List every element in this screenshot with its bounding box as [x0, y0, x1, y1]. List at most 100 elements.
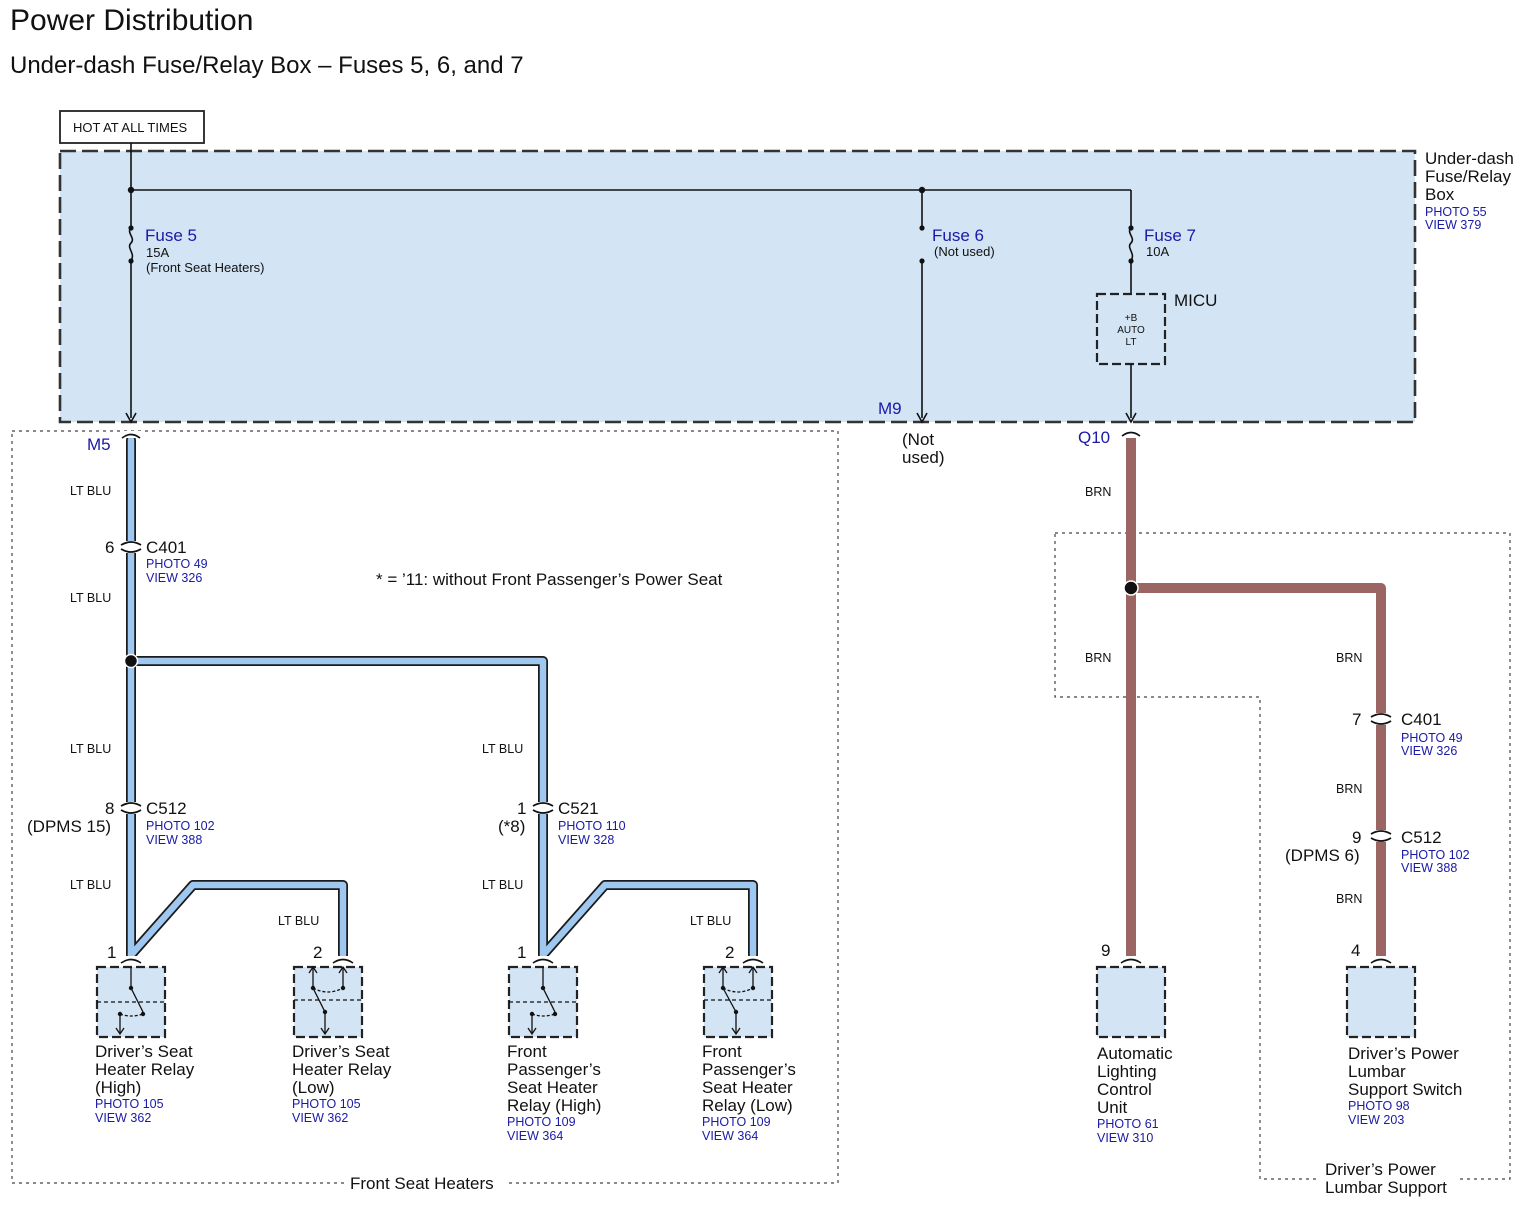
hot-at-all-times-label: HOT AT ALL TIMES [59, 110, 205, 144]
component-label-line: Unit [1097, 1098, 1128, 1117]
bus-junction-dot [918, 186, 926, 194]
connector-photo-link[interactable]: PHOTO 110 [558, 819, 626, 833]
inline-connectors [120, 541, 1392, 842]
component-label-line: (Low) [292, 1078, 335, 1097]
fuse-6-name: Fuse 6 [932, 226, 984, 245]
connector-pin: 6 [105, 538, 114, 557]
fuse-relay-box [58, 149, 1417, 424]
connector-c521: 1 (*8) C521 PHOTO 110 VIEW 328 [498, 799, 626, 847]
micu-line-1: +B [1125, 313, 1138, 324]
connector-view-link[interactable]: VIEW 328 [558, 833, 614, 847]
fuse-6-note: (Not used) [934, 244, 995, 259]
component-label-line: Passenger’s [702, 1060, 796, 1079]
connector-name: C512 [1401, 828, 1442, 847]
connector-c512-lumbar: 9 (DPMS 6) C512 PHOTO 102 VIEW 388 [1285, 828, 1470, 875]
front-seat-heaters-group-label: Front Seat Heaters [350, 1174, 494, 1193]
component-label-line: Driver’s Power [1348, 1044, 1459, 1063]
wire-color-label: LT BLU [70, 484, 111, 498]
connector-pin: 7 [1352, 710, 1361, 729]
component-label-line: Driver’s Seat [292, 1042, 390, 1061]
connector-photo-link[interactable]: PHOTO 102 [146, 819, 215, 833]
component-label-line: Seat Heater [702, 1078, 793, 1097]
connector-name: C512 [146, 799, 187, 818]
component-label-line: Front [702, 1042, 742, 1061]
wire-color-label: LT BLU [70, 591, 111, 605]
connector-name: C521 [558, 799, 599, 818]
fuse-box-name-1: Under-dash [1425, 149, 1514, 168]
connector-extra: (DPMS 15) [27, 817, 111, 836]
component-label-line: (High) [95, 1078, 141, 1097]
component-pin: 9 [1101, 941, 1110, 960]
wire-color-label: LT BLU [278, 914, 319, 928]
component-view-link[interactable]: VIEW 364 [507, 1129, 563, 1143]
fuse-box-bus [130, 143, 1132, 228]
component-photo-link[interactable]: PHOTO 61 [1097, 1117, 1159, 1131]
connector-view-link[interactable]: VIEW 388 [1401, 861, 1457, 875]
fuse-7 [1128, 225, 1134, 294]
component-view-link[interactable]: VIEW 364 [702, 1129, 758, 1143]
connector-name: C401 [1401, 710, 1442, 729]
automatic-lighting-control-unit: 9 Automatic Lighting Control Unit PHOTO … [1095, 941, 1173, 1145]
fuse-7-name: Fuse 7 [1144, 226, 1196, 245]
fuse-box-photo-link[interactable]: PHOTO 55 [1425, 205, 1487, 219]
component-pin: 2 [313, 943, 322, 962]
component-photo-link[interactable]: PHOTO 98 [1348, 1099, 1410, 1113]
connector-view-link[interactable]: VIEW 326 [1401, 744, 1457, 758]
terminal-m9: M9 [878, 399, 902, 418]
bus-junction-dot [127, 186, 135, 194]
wire-color-label: LT BLU [482, 742, 523, 756]
connector-extra: (*8) [498, 817, 525, 836]
page-title: Power Distribution [10, 4, 253, 37]
component-view-link[interactable]: VIEW 203 [1348, 1113, 1404, 1127]
connector-photo-link[interactable]: PHOTO 49 [1401, 731, 1463, 745]
brn-wire-harness [1126, 438, 1386, 958]
fuse-7-rating: 10A [1146, 244, 1169, 259]
fuse-box-view-link[interactable]: VIEW 379 [1425, 218, 1481, 232]
lt-blu-splice-dot [123, 653, 139, 669]
wire-color-label: BRN [1085, 651, 1111, 665]
connector-photo-link[interactable]: PHOTO 49 [146, 557, 208, 571]
component-photo-link[interactable]: PHOTO 109 [702, 1115, 771, 1129]
fuse-5-note: (Front Seat Heaters) [146, 260, 265, 275]
footnote: * = ’11: without Front Passenger’s Power… [376, 570, 723, 589]
wire-color-labels: LT BLU LT BLU LT BLU LT BLU LT BLU LT BL… [70, 484, 1362, 928]
wire-color-label: BRN [1336, 782, 1362, 796]
component-photo-link[interactable]: PHOTO 105 [95, 1097, 164, 1111]
not-used-line-1: (Not [902, 430, 934, 449]
connector-view-link[interactable]: VIEW 388 [146, 833, 202, 847]
component-pin: 2 [725, 943, 734, 962]
component-view-link[interactable]: VIEW 362 [95, 1111, 151, 1125]
component-label-line: Relay (High) [507, 1096, 601, 1115]
hot-at-all-times-text: HOT AT ALL TIMES [73, 120, 187, 135]
connector-c512-driver: 8 (DPMS 15) C512 PHOTO 102 VIEW 388 [27, 799, 215, 847]
component-label-line: Lighting [1097, 1062, 1157, 1081]
component-view-link[interactable]: VIEW 362 [292, 1111, 348, 1125]
driver-seat-heater-relay-high: 1 Driver’s Seat Heater Relay (High) PHOT… [95, 943, 195, 1125]
relay-switch-icon [294, 965, 362, 1036]
component-photo-link[interactable]: PHOTO 105 [292, 1097, 361, 1111]
fuse-box-name-2: Fuse/Relay [1425, 167, 1511, 186]
fuse-5-rating: 15A [146, 245, 169, 260]
fuse-box-name-3: Box [1425, 185, 1455, 204]
component-pin: 1 [107, 943, 116, 962]
component-label-line: Support Switch [1348, 1080, 1462, 1099]
connector-view-link[interactable]: VIEW 326 [146, 571, 202, 585]
component-label-line: Driver’s Seat [95, 1042, 193, 1061]
component-label-line: Lumbar [1348, 1062, 1406, 1081]
connector-pin: 8 [105, 799, 114, 818]
lt-blu-wire-harness [126, 435, 758, 960]
wire-color-label: LT BLU [482, 878, 523, 892]
lumbar-support-group-label-2: Lumbar Support [1325, 1178, 1447, 1197]
component-view-link[interactable]: VIEW 310 [1097, 1131, 1153, 1145]
passenger-seat-heater-relay-high: 1 Front Passenger’s Seat Heater Relay (H… [507, 943, 601, 1143]
component-photo-link[interactable]: PHOTO 109 [507, 1115, 576, 1129]
page-subtitle: Under-dash Fuse/Relay Box – Fuses 5, 6, … [10, 52, 524, 79]
micu-module: +B AUTO LT [1095, 292, 1167, 424]
wire-color-label: BRN [1336, 892, 1362, 906]
connector-c401-driver: 6 C401 PHOTO 49 VIEW 326 [105, 538, 208, 585]
wire-color-label: LT BLU [70, 742, 111, 756]
component-label-line: Heater Relay [95, 1060, 195, 1079]
connector-photo-link[interactable]: PHOTO 102 [1401, 848, 1470, 862]
lumbar-support-group-label-1: Driver’s Power [1325, 1160, 1436, 1179]
